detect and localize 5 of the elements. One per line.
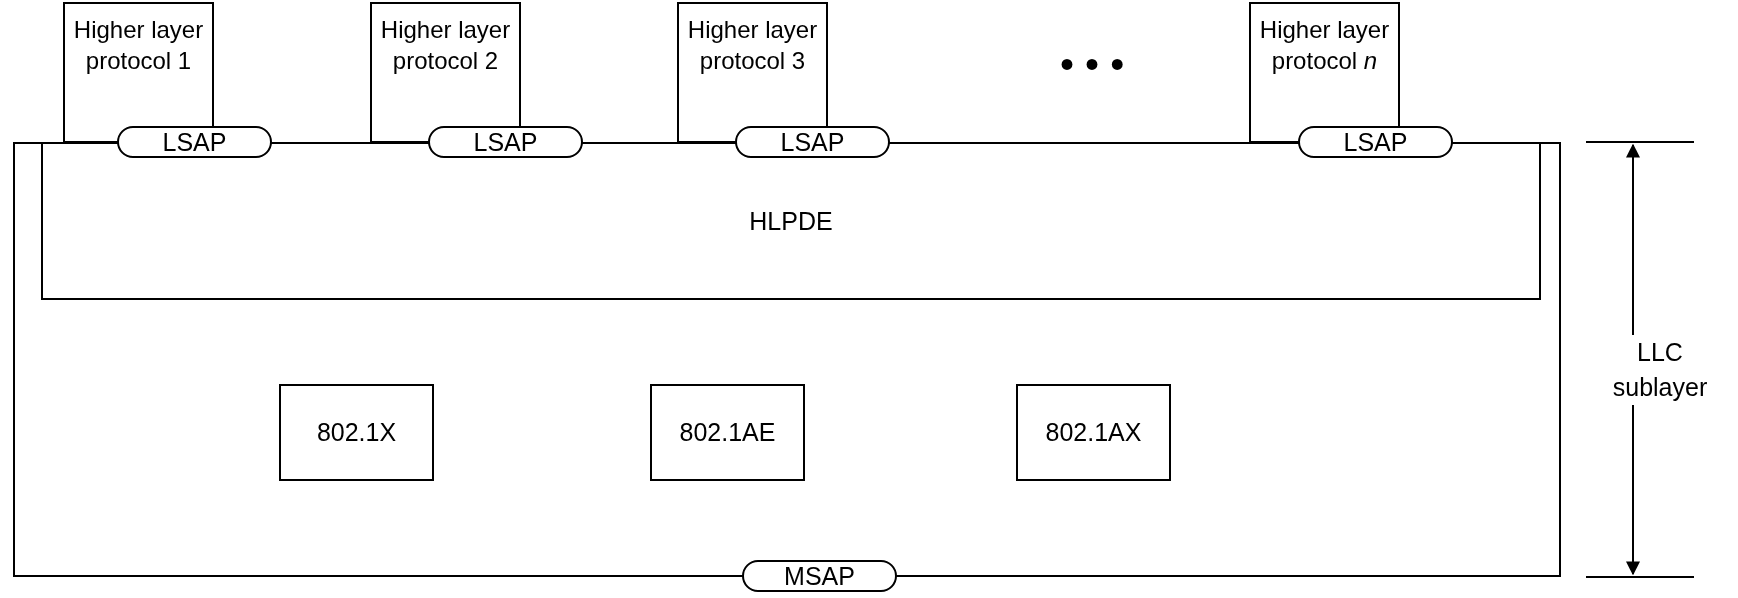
layer-label: LLC sublayer (1612, 335, 1708, 405)
protocol-box: 802.1AE (650, 384, 805, 481)
protocol-box: 802.1AX (1016, 384, 1171, 481)
ellipsis-dots: • • • (1060, 42, 1125, 87)
protocol-box: 802.1X (279, 384, 434, 481)
